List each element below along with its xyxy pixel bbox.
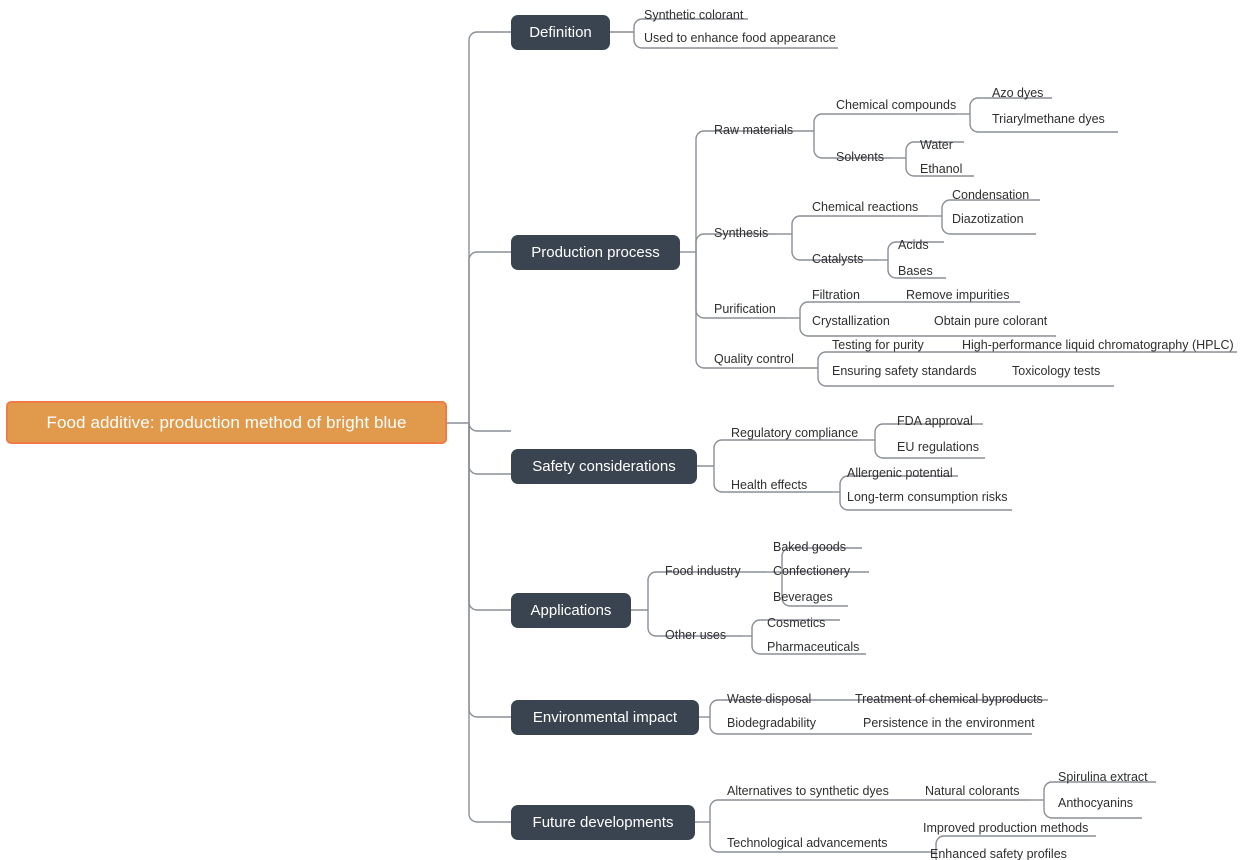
topic-node-fda-approval[interactable]: FDA approval (897, 413, 973, 428)
topic-node-bases[interactable]: Bases (898, 263, 933, 278)
topic-node-eu-regulations[interactable]: EU regulations (897, 439, 979, 454)
topic-node-water[interactable]: Water (920, 137, 953, 152)
topic-node-chemical-compounds[interactable]: Chemical compounds (836, 97, 957, 112)
topic-node-baked-goods[interactable]: Baked goods (773, 539, 846, 554)
topic-node-food-industry[interactable]: Food industry (665, 563, 741, 578)
topic-node-synthetic-colorant[interactable]: Synthetic colorant (644, 7, 744, 22)
topic-node-regulatory-compliance[interactable]: Regulatory compliance (731, 425, 859, 440)
topic-node-anthocyanins[interactable]: Anthocyanins (1058, 795, 1134, 810)
topic-node-beverages[interactable]: Beverages (773, 589, 833, 604)
topic-node-diazotization[interactable]: Diazotization (952, 211, 1024, 226)
topic-node-crystallization[interactable]: Crystallization (812, 313, 890, 328)
topic-node-quality-control[interactable]: Quality control (714, 351, 794, 366)
topic-node-allergenic-potential[interactable]: Allergenic potential (847, 465, 953, 480)
topic-node-acids[interactable]: Acids (898, 237, 929, 252)
topic-node-biodegradability[interactable]: Biodegradability (727, 715, 816, 730)
root-node[interactable]: Food additive: production method of brig… (6, 401, 447, 444)
branch-node-production-process[interactable]: Production process (511, 235, 680, 270)
topic-node-health-effects[interactable]: Health effects (731, 477, 808, 492)
topic-node-treatment-of-chemical-byproducts[interactable]: Treatment of chemical byproducts (855, 691, 1043, 706)
topic-node-persistence-in-the-environment[interactable]: Persistence in the environment (863, 715, 1035, 730)
topic-node-technological-advancements[interactable]: Technological advancements (727, 835, 888, 850)
topic-node-synthesis[interactable]: Synthesis (714, 225, 769, 240)
branch-node-definition[interactable]: Definition (511, 15, 610, 50)
topic-node-spirulina-extract[interactable]: Spirulina extract (1058, 769, 1148, 784)
topic-node-waste-disposal[interactable]: Waste disposal (727, 691, 812, 706)
topic-node-toxicology-tests[interactable]: Toxicology tests (1012, 363, 1101, 378)
topic-node-purification[interactable]: Purification (714, 301, 776, 316)
topic-node-ethanol[interactable]: Ethanol (920, 161, 963, 176)
branch-node-future-developments[interactable]: Future developments (511, 805, 695, 840)
topic-node-cosmetics[interactable]: Cosmetics (767, 615, 826, 630)
topic-node-remove-impurities[interactable]: Remove impurities (906, 287, 1010, 302)
topic-node-enhanced-safety-profiles[interactable]: Enhanced safety profiles (930, 846, 1067, 860)
branch-node-applications[interactable]: Applications (511, 593, 631, 628)
topic-node-azo-dyes[interactable]: Azo dyes (992, 85, 1044, 100)
topic-node-ensuring-safety-standards[interactable]: Ensuring safety standards (832, 363, 977, 378)
topic-node-pharmaceuticals[interactable]: Pharmaceuticals (767, 639, 860, 654)
topic-node-obtain-pure-colorant[interactable]: Obtain pure colorant (934, 313, 1048, 328)
topic-node-raw-materials[interactable]: Raw materials (714, 122, 794, 137)
branch-node-safety-considerations[interactable]: Safety considerations (511, 449, 697, 484)
topic-node-triarylmethane-dyes[interactable]: Triarylmethane dyes (992, 111, 1105, 126)
topic-node-catalysts[interactable]: Catalysts (812, 251, 864, 266)
topic-node-long-term-consumption-risks[interactable]: Long-term consumption risks (847, 489, 1008, 504)
topic-node-chemical-reactions[interactable]: Chemical reactions (812, 199, 919, 214)
topic-node-improved-production-methods[interactable]: Improved production methods (923, 820, 1089, 835)
topic-node-other-uses[interactable]: Other uses (665, 627, 727, 642)
topic-node-testing-for-purity[interactable]: Testing for purity (832, 337, 924, 352)
topic-node-alternatives-to-synthetic-dyes[interactable]: Alternatives to synthetic dyes (727, 783, 889, 798)
topic-node-filtration[interactable]: Filtration (812, 287, 860, 302)
topic-node-high-performance-liquid-chromatography-h[interactable]: High-performance liquid chromatography (… (962, 337, 1234, 352)
topic-node-natural-colorants[interactable]: Natural colorants (925, 783, 1020, 798)
topic-node-used-to-enhance-food-appearance[interactable]: Used to enhance food appearance (644, 30, 836, 45)
topic-node-condensation[interactable]: Condensation (952, 187, 1030, 202)
topic-node-confectionery[interactable]: Confectionery (773, 563, 851, 578)
topic-node-solvents[interactable]: Solvents (836, 149, 884, 164)
branch-node-environmental-impact[interactable]: Environmental impact (511, 700, 699, 735)
